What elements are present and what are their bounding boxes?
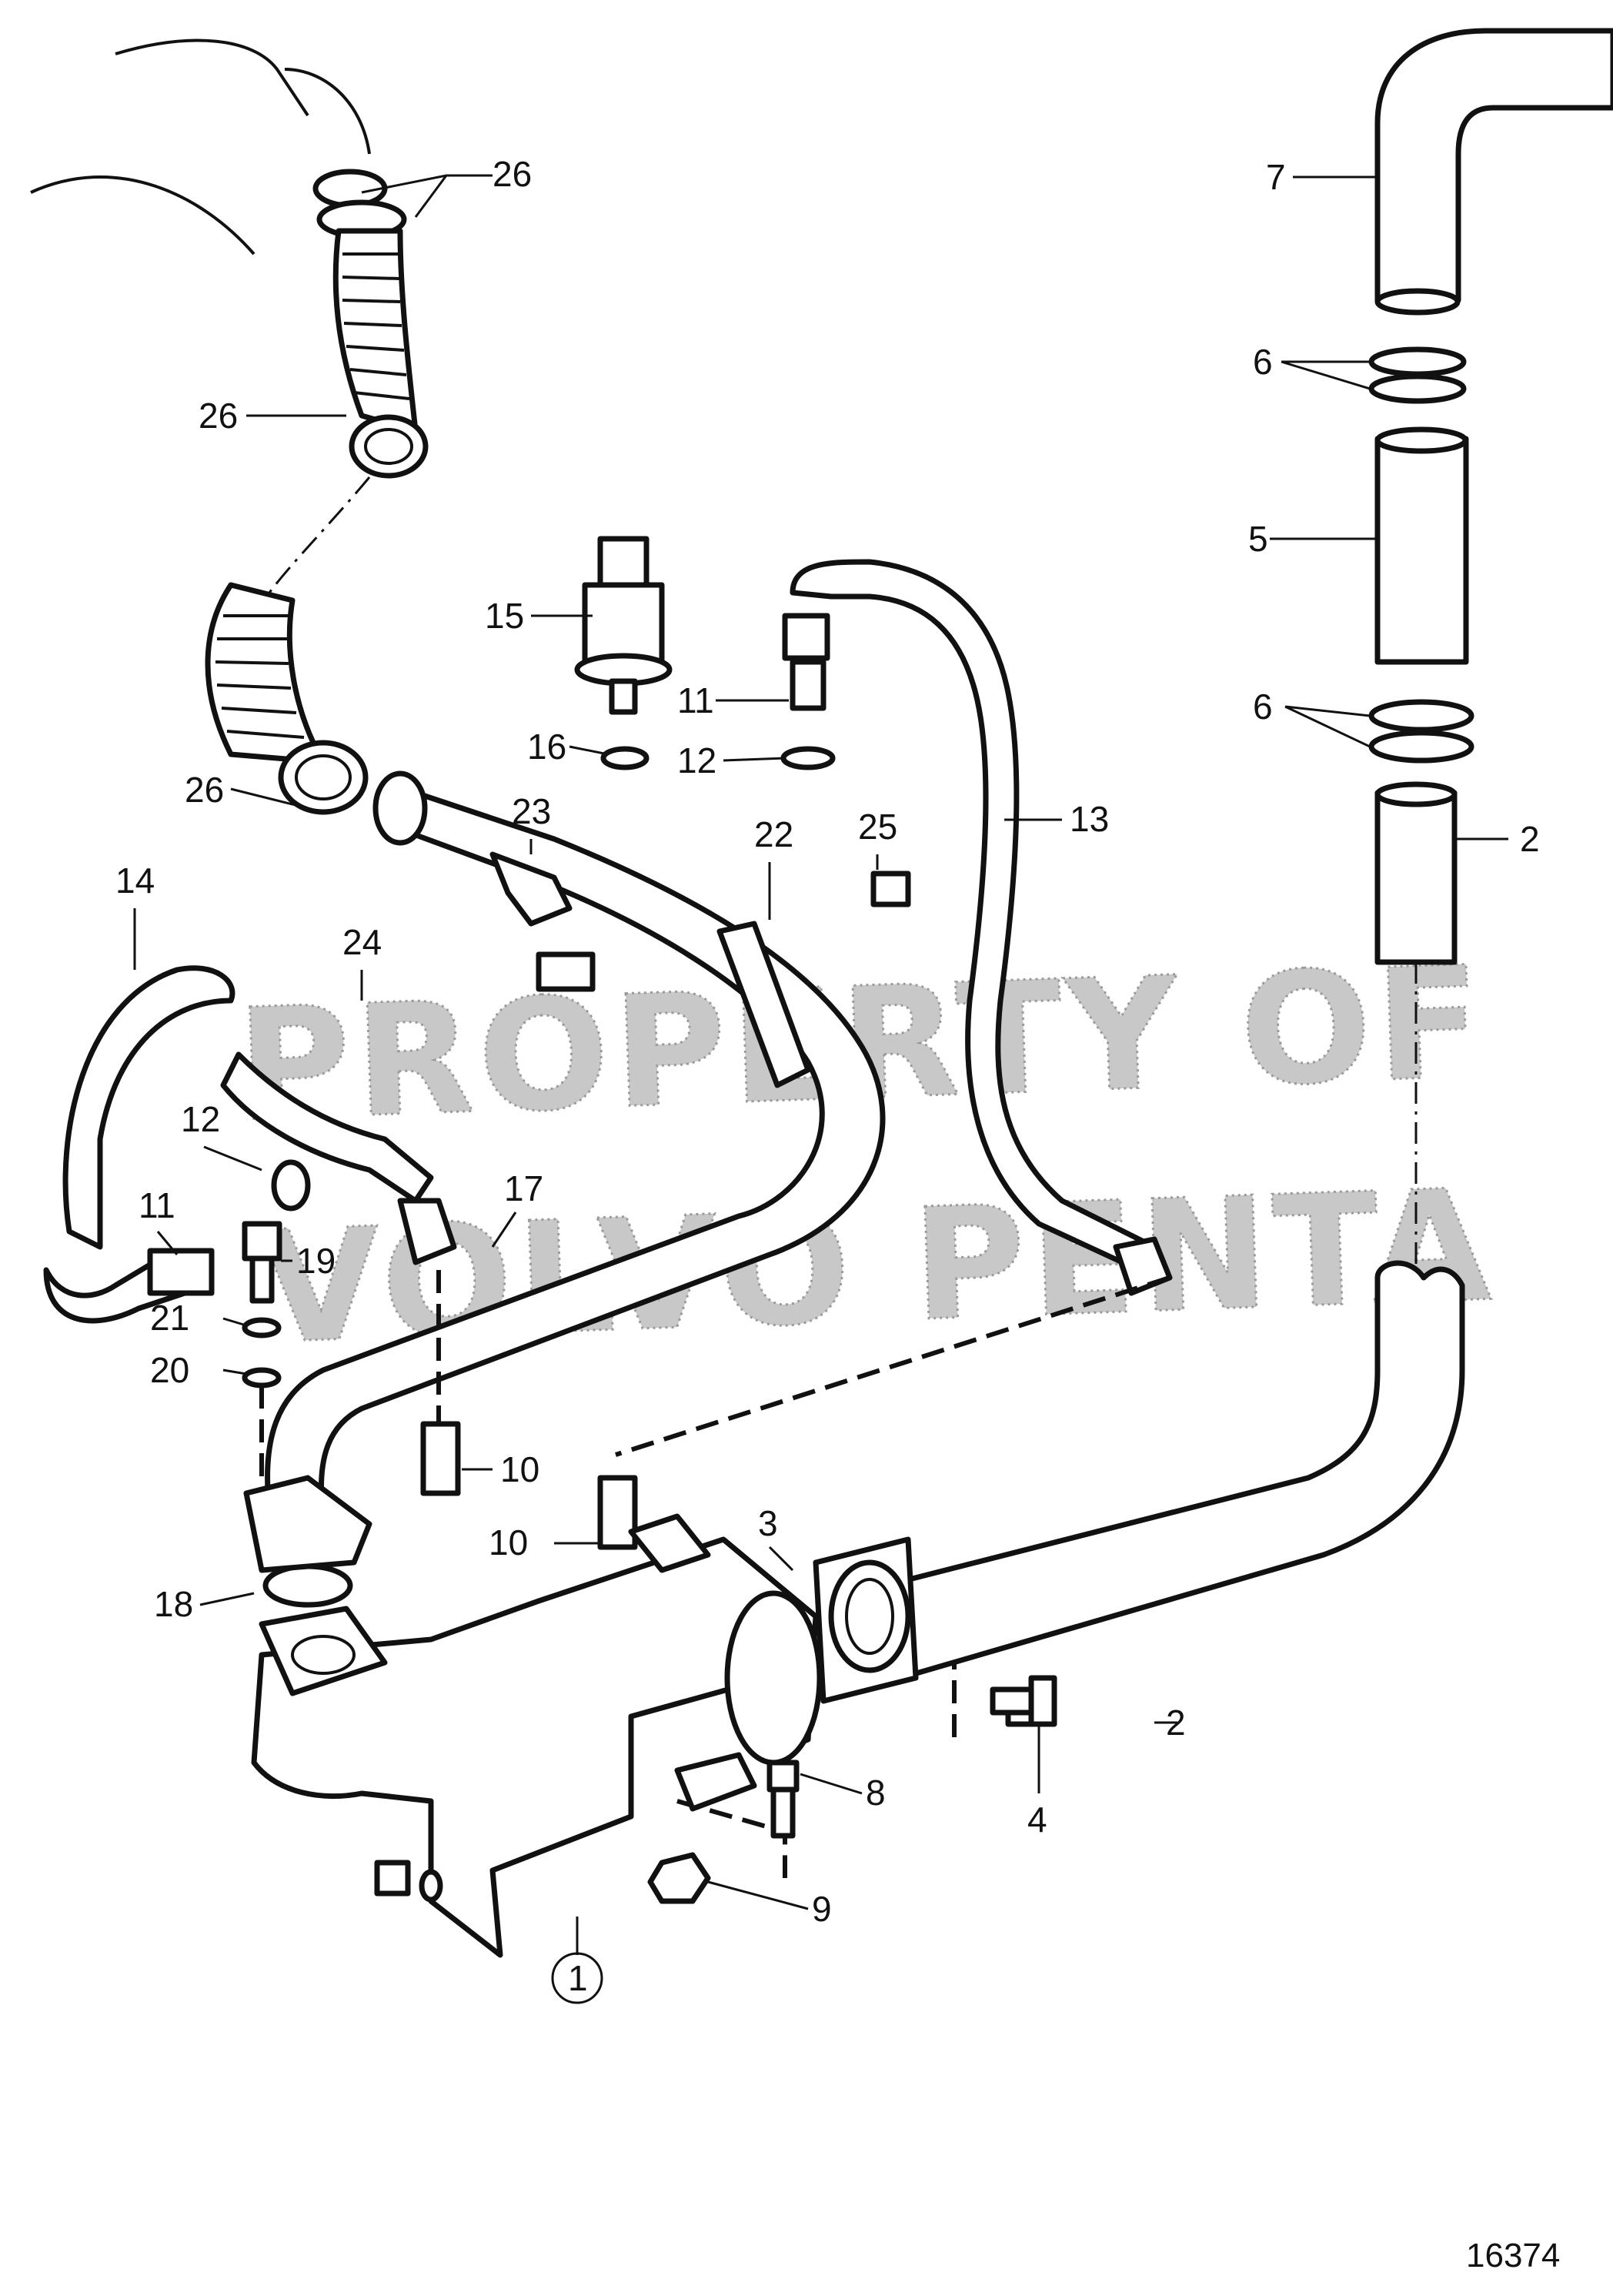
fitting-lower-left [43,1159,311,1389]
callout-26-c: 26 [185,770,224,810]
callout-1-circle [551,1952,603,2004]
elbow-fittings [397,1198,1173,1550]
callout-15: 15 [485,596,524,636]
callout-11-a: 11 [677,680,714,720]
callout-1: 1 [568,1958,588,1998]
hose-centerline [268,476,371,593]
callout-2-a: 2 [1520,819,1540,859]
callout-12-a: 12 [677,740,716,780]
callout-5: 5 [1248,519,1268,559]
callout-3: 3 [758,1503,778,1543]
leader-lines [133,174,1508,1955]
callout-20: 20 [150,1350,189,1390]
callout-26-b: 26 [199,396,238,436]
callout-14: 14 [115,861,155,901]
routing-line-a [615,1275,1171,1457]
callout-2-b: 2 [1166,1703,1186,1743]
callout-21: 21 [150,1298,189,1338]
riser-assembly [882,28,1613,1681]
callout-4: 4 [1027,1800,1047,1840]
callout-22: 22 [754,814,793,854]
corrugated-hose [312,169,429,479]
exhaust-housing [30,38,371,256]
callout-9: 9 [812,1889,832,1929]
hose-13 [790,559,1157,1273]
callout-13: 13 [1070,799,1109,839]
fitting-upper [780,613,836,770]
hose-14 [62,965,235,1250]
temperature-sensor [574,536,673,770]
callout-12-b: 12 [181,1099,220,1139]
callout-25: 25 [858,807,897,847]
callout-6-b: 6 [1253,687,1273,727]
callout-10-a: 10 [500,1449,539,1489]
callout-23: 23 [512,791,551,831]
callout-24: 24 [342,922,382,962]
callout-17: 17 [504,1168,543,1208]
bracket-22 [716,871,911,1088]
callout-19: 19 [296,1241,336,1281]
heat-exchanger [243,1475,823,1958]
callout-18: 18 [154,1584,193,1624]
callout-7: 7 [1266,157,1286,197]
lower-corrugated-hose [205,582,369,815]
callout-16: 16 [527,727,566,767]
callout-10-b: 10 [489,1522,528,1562]
bolts [647,1675,1057,1904]
callout-8: 8 [866,1773,886,1813]
callout-6-a: 6 [1253,342,1273,382]
callout-11-b: 11 [139,1185,175,1225]
callout-26-a: 26 [493,154,532,194]
figure-number: 16374 [1466,2237,1560,2274]
